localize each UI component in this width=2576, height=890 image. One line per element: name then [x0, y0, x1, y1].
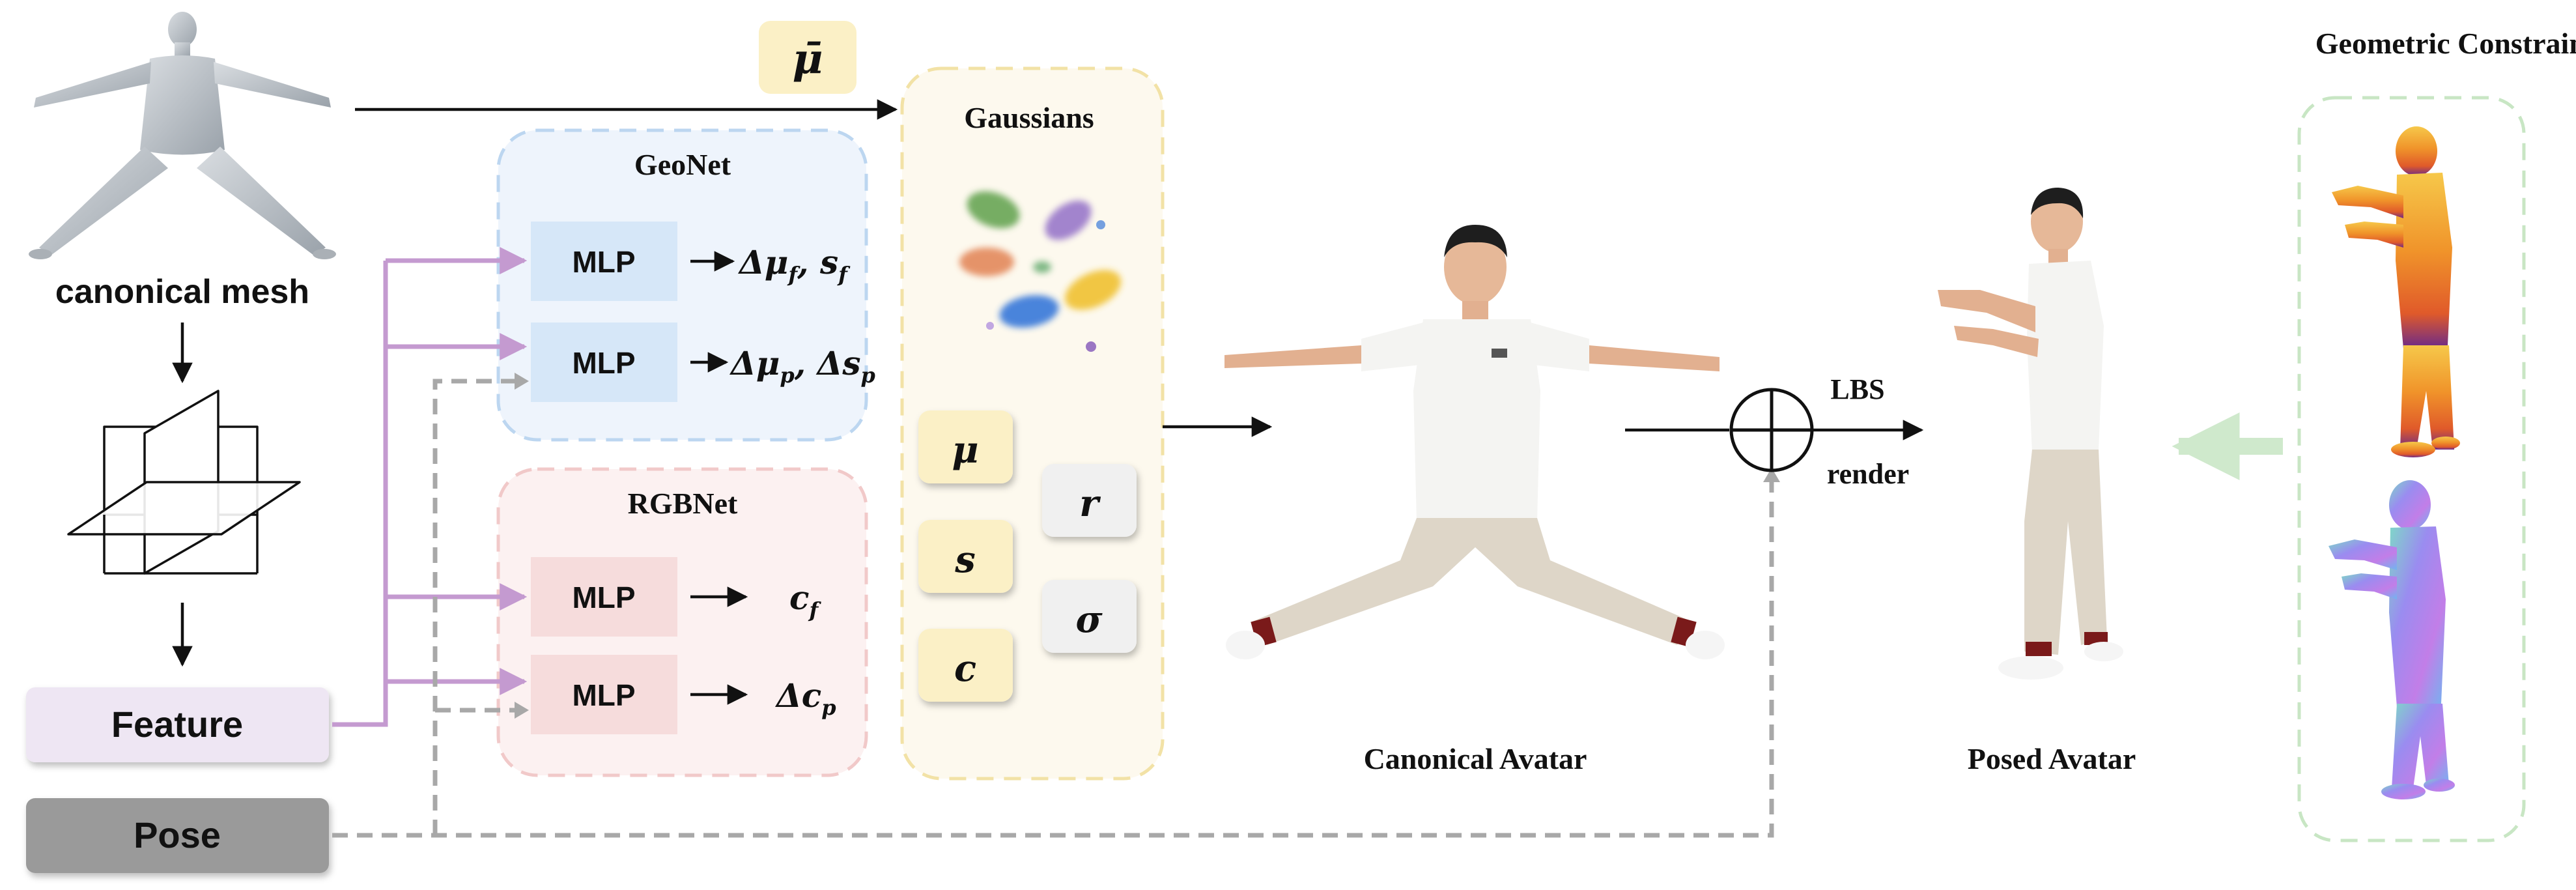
rgbnet-mlp-top [531, 557, 677, 637]
posed-avatar-label: Posed Avatar [1968, 742, 2136, 775]
param-mu-label: μ [952, 429, 979, 472]
rgbnet-mlp-bottom-label: MLP [572, 678, 635, 712]
geonet-bottom-output: Δμp, Δsp [729, 344, 875, 388]
pose-arrowhead-combine [1763, 468, 1780, 482]
param-c [918, 629, 1013, 702]
param-mu [918, 410, 1013, 483]
mu-bar-box [759, 21, 856, 94]
depth-map-figure [2332, 126, 2460, 457]
pose-arrowhead-rgbnet [515, 702, 529, 719]
mu-bar-label: μ̄ [793, 35, 823, 83]
gaussian-params: μ s c r σ [918, 410, 1137, 702]
geometric-constraint-label: Geometric Constraint [2315, 27, 2576, 60]
rgbnet-title: RGBNet [628, 487, 738, 520]
gaussian-blobs [959, 191, 1122, 352]
param-r [1042, 464, 1137, 537]
canonical-mesh-figure [29, 12, 336, 259]
canonical-avatar-label: Canonical Avatar [1364, 742, 1587, 775]
pose-arrowhead-geonet [515, 373, 529, 390]
lbs-label: LBS [1830, 373, 1884, 405]
triplane-icon [67, 390, 301, 575]
gaussians-title: Gaussians [964, 101, 1094, 134]
geometric-constraint-panel [2297, 96, 2526, 842]
geonet-mlp-top-label: MLP [572, 245, 635, 279]
pose-connectors [332, 379, 1774, 838]
geonet-mlp-top [531, 222, 677, 301]
geonet-mlp-bottom [531, 323, 677, 402]
param-s [918, 520, 1013, 593]
param-s-label: s [954, 538, 976, 581]
param-sigma [1042, 580, 1137, 653]
param-r-label: r [1079, 482, 1101, 525]
render-label: render [1827, 458, 1909, 490]
pose-box [26, 798, 329, 873]
feature-box [26, 687, 329, 762]
geonet-mlp-bottom-label: MLP [572, 346, 635, 380]
normal-map-figure [2328, 480, 2455, 799]
rgbnet-mlp-top-label: MLP [572, 581, 635, 614]
feature-label: Feature [111, 704, 243, 745]
posed-avatar-figure [1938, 188, 2123, 680]
feature-connectors [332, 247, 528, 727]
geonet-title: GeoNet [634, 148, 731, 181]
canonical-avatar-figure [1224, 225, 1725, 659]
rgbnet-mlp-bottom [531, 655, 677, 734]
pose-label: Pose [134, 814, 221, 855]
param-c-label: c [954, 647, 976, 690]
canonical-mesh-label: canonical mesh [55, 273, 309, 311]
param-sigma-label: σ [1075, 598, 1103, 641]
